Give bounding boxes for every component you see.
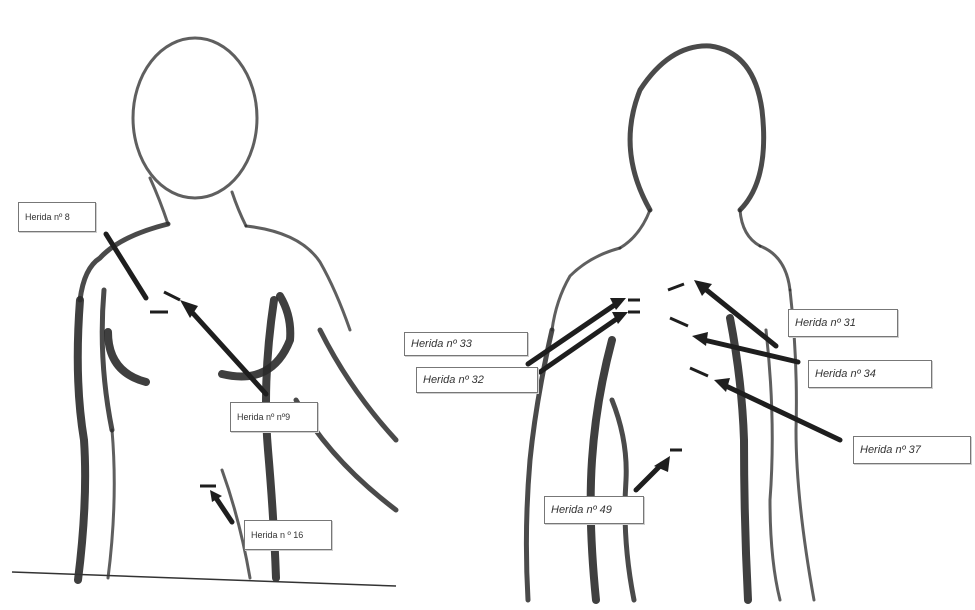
left-figure-left-breast <box>108 332 146 382</box>
left-figure-left-arm <box>78 300 85 580</box>
right-figure-shoulder-right <box>760 246 790 290</box>
label-herida-8: Herida nº 8 <box>18 202 96 232</box>
right-figure-center-line <box>730 318 748 600</box>
label-herida-32: Herida nº 32 <box>416 367 538 393</box>
label-herida-31: Herida nº 31 <box>788 309 898 337</box>
right-figure-shoulder-left <box>552 248 620 330</box>
left-figure-right-breast <box>222 296 290 376</box>
label-herida-16: Herida n º 16 <box>244 520 332 550</box>
wound-mark-31 <box>668 284 684 290</box>
label-herida-49: Herida nº 49 <box>544 496 644 524</box>
arrow-34 <box>704 340 798 362</box>
right-figure-torso-left-inner <box>591 340 612 600</box>
left-figure-right-arm <box>320 330 396 440</box>
left-figure-baseline <box>12 572 396 586</box>
left-figure-shoulder-right <box>246 226 350 330</box>
left-figure-torso-left <box>108 430 114 578</box>
right-figure-neck-left <box>620 210 650 248</box>
label-herida-9: Herida nº nº9 <box>230 402 318 432</box>
arrowhead-34 <box>692 332 708 346</box>
arrow-16 <box>216 498 232 522</box>
left-figure <box>12 38 396 586</box>
left-figure-neck-right <box>232 192 246 226</box>
right-figure-neck-right <box>740 210 760 246</box>
arrow-9 <box>190 310 266 394</box>
arrow-31 <box>704 288 776 346</box>
right-figure-right-arm-inner <box>766 330 780 600</box>
arrow-49 <box>636 464 662 490</box>
wound-mark-34 <box>670 318 688 326</box>
arrow-33 <box>528 304 616 364</box>
label-herida-34: Herida nº 34 <box>808 360 932 388</box>
arrowhead-37 <box>714 378 730 392</box>
label-herida-33: Herida nº 33 <box>404 332 528 356</box>
left-figure-head <box>133 38 257 198</box>
arrow-8 <box>106 234 146 298</box>
wound-mark-9 <box>164 292 180 300</box>
label-herida-37: Herida nº 37 <box>853 436 971 464</box>
wound-mark-37 <box>690 368 708 376</box>
right-figure-head <box>630 46 764 210</box>
